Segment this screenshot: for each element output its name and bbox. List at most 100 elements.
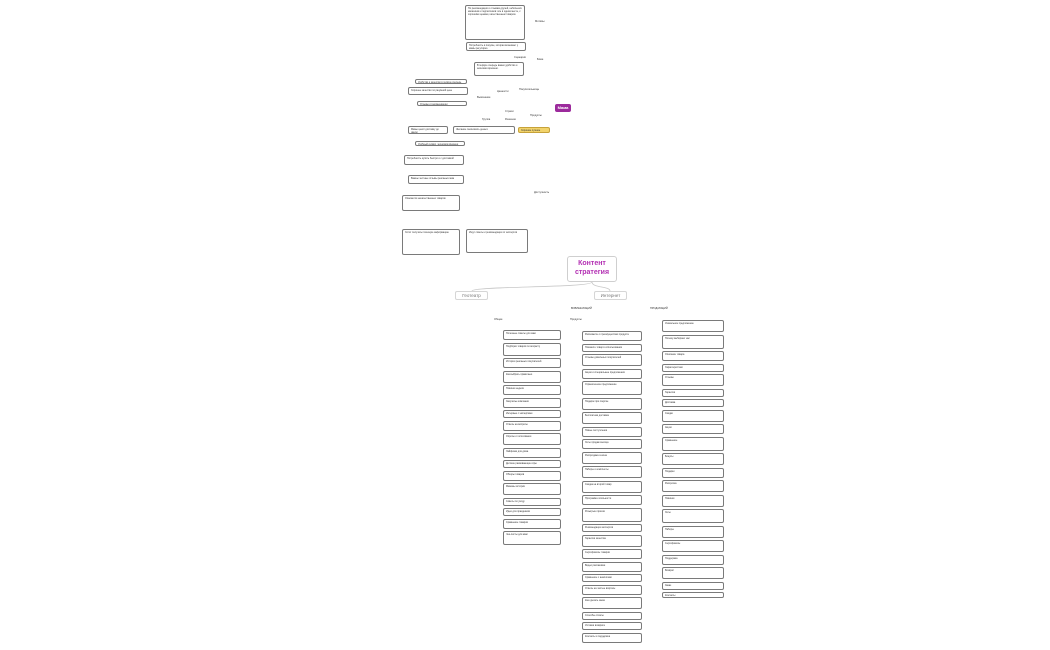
content-item[interactable]: Сертификаты товаров (582, 549, 642, 559)
connector (526, 46, 534, 60)
content-item[interactable]: Акции (662, 424, 724, 434)
top-text-node[interactable]: Хотят получать полезную информацию (402, 229, 460, 255)
content-item[interactable]: Поддержка (662, 554, 724, 565)
content-item[interactable]: Подарок при покупке (582, 397, 642, 410)
content-item[interactable]: Расскажите о преимуществах продукта (582, 331, 642, 341)
content-item[interactable]: Рекомендации экспертов (582, 524, 642, 532)
content-item[interactable]: Скидка на второй товар (582, 480, 642, 493)
content-item[interactable]: Доставка (662, 399, 724, 407)
content-item[interactable]: Хиты продаж месяца (582, 439, 642, 449)
content-strategy-title[interactable]: Контент стратегия (567, 256, 617, 282)
top-text-node[interactable]: В первую очередь важно удобство и эконом… (474, 62, 524, 76)
branch-dostupnost[interactable]: Доступность (534, 191, 550, 194)
content-item[interactable]: Программа лояльности (582, 495, 642, 505)
content-item[interactable]: Отзывы довольных покупателей (582, 354, 642, 366)
top-text-node[interactable]: Ищут советы и рекомендации от экспертов (466, 229, 528, 253)
content-item[interactable]: Истории реальных покупателей (503, 358, 561, 368)
top-text-node[interactable]: Потребность купить быстро и с доставкой (404, 155, 464, 165)
content-item[interactable]: Возврат (662, 567, 724, 579)
content-item[interactable]: Новинки недели (503, 385, 561, 395)
content-item[interactable]: Распродажа сезона (582, 451, 642, 464)
content-item[interactable]: Чек-листы для мам (503, 531, 561, 545)
top-text-node[interactable]: Желание сэкономить деньги (453, 126, 515, 134)
branch-tsennosti[interactable]: Ценности (497, 90, 509, 93)
top-text-node[interactable]: По рекомендации и отзывам друзей, неболь… (465, 5, 525, 40)
content-item[interactable]: Почему выбирают нас (662, 334, 724, 349)
content-item[interactable]: Контакты и поддержка (582, 632, 642, 643)
content-item[interactable]: Скидки (662, 409, 724, 422)
content-item[interactable]: Бесплатная доставка (582, 412, 642, 424)
content-item[interactable]: Новинки (662, 494, 724, 507)
content-item[interactable]: Сравнение (662, 436, 724, 451)
content-item[interactable]: Подарки (662, 467, 724, 478)
root-node[interactable]: Мама (555, 104, 571, 112)
sub-obshchee[interactable]: Общее (494, 318, 503, 321)
top-text-node[interactable]: Хорошее качество по разумной цене (408, 87, 468, 95)
branch-stsenarii[interactable]: Сценарии (514, 56, 526, 59)
connector (549, 108, 555, 130)
content-item[interactable]: Ответы на вопросы (503, 420, 561, 431)
content-item[interactable]: Интервью с экспертами (503, 410, 561, 418)
content-item[interactable]: Отзывы (662, 374, 724, 386)
content-item[interactable]: Хиты (662, 509, 724, 523)
content-item[interactable]: Способы оплаты (582, 611, 642, 620)
content-item[interactable]: Сравнение товаров (503, 518, 561, 529)
content-item[interactable]: Полезные советы для мам (503, 330, 561, 340)
content-item[interactable]: Сравнение с аналогами (582, 574, 642, 582)
content-item[interactable]: Опросы и голосования (503, 433, 561, 445)
branch-khoroshie-luchshie[interactable]: Хорошие лучшие (518, 127, 550, 133)
sub-produkty[interactable]: Продукты (570, 318, 582, 321)
subbranch-prodayushchiy[interactable]: ПРОДАЮЩИЙ (650, 307, 668, 310)
branch-strakhi[interactable]: Страхи (505, 110, 514, 113)
content-item[interactable]: Розыгрыш призов (582, 507, 642, 522)
content-item[interactable]: Лайфхаки для дома (503, 447, 561, 458)
top-text-node[interactable]: Отзывы и рекомендации (417, 101, 467, 106)
branch-internet[interactable]: Интернет (594, 291, 627, 300)
branch-vyiasnenie[interactable]: Выяснение (477, 96, 491, 99)
content-item[interactable]: Ответы на частые вопросы (582, 584, 642, 595)
branch-reshenie[interactable]: Решение (505, 118, 516, 121)
branch-pokupatelnaya[interactable]: Покупательницы (519, 88, 540, 91)
content-item[interactable]: Как выбрать правильно (503, 370, 561, 383)
content-item[interactable]: Уникальное предложение (662, 320, 724, 332)
content-item[interactable]: Рассрочка (662, 480, 724, 492)
connector (578, 310, 585, 318)
top-text-node[interactable]: Удобный сервис, экономия времени (415, 141, 465, 146)
content-item[interactable]: Наборы и комплекты (582, 466, 642, 478)
content-item[interactable]: Условия возврата (582, 622, 642, 630)
content-item[interactable]: Обзоры товаров (503, 470, 561, 481)
top-text-node[interactable]: Удобство и качество в первую очередь (415, 79, 467, 84)
branch-geoteatr[interactable]: Геотеатр (455, 291, 488, 300)
content-item[interactable]: Идеи для праздников (503, 508, 561, 516)
content-item[interactable]: Заказ (662, 581, 724, 590)
content-item[interactable]: Гарантия качества (582, 534, 642, 547)
content-item[interactable]: Наборы (662, 525, 724, 538)
content-item[interactable]: Советы по уходу (503, 497, 561, 506)
content-item[interactable]: Детские развивающие игры (503, 460, 561, 468)
content-item[interactable]: Закулисье компании (503, 397, 561, 408)
content-item[interactable]: Ограниченное предложение (582, 381, 642, 395)
content-item[interactable]: Характеристики (662, 363, 724, 372)
content-item[interactable]: Видео распаковки (582, 561, 642, 572)
branch-gruppa[interactable]: Группа (482, 118, 491, 121)
top-text-node[interactable]: Мамы ценят доставку до двери (408, 126, 448, 134)
branch-bozhe[interactable]: Боже (537, 58, 544, 61)
content-item[interactable]: Подборки товаров по возрасту (503, 342, 561, 356)
subbranch-vovlekayushchiy[interactable]: ВОВЛЕКАЮЩИЙ (571, 307, 592, 310)
content-item[interactable]: Бонусы (662, 453, 724, 465)
content-item[interactable]: Гарантия (662, 388, 724, 397)
content-item[interactable]: Описание товара (662, 351, 724, 361)
top-text-node[interactable]: Важны честные отзывы реальных мам (408, 175, 464, 184)
content-item[interactable]: Мамины истории (503, 483, 561, 495)
content-item[interactable]: Покажите товар в использовании (582, 343, 642, 352)
content-item[interactable]: Контакты (662, 592, 724, 598)
top-text-node[interactable]: Потребность в покупке, которая возникает… (466, 42, 526, 51)
content-item[interactable]: Новые поступления (582, 426, 642, 437)
branch-motivy[interactable]: Мотивы (535, 20, 545, 23)
content-item[interactable]: Акции и специальные предложения (582, 368, 642, 379)
top-text-node[interactable]: Опасаются некачественных товаров (402, 195, 460, 211)
content-item[interactable]: Сертификаты (662, 540, 724, 552)
branch-produkty[interactable]: Продукты (530, 114, 542, 117)
content-item[interactable]: Как сделать заказ (582, 597, 642, 609)
